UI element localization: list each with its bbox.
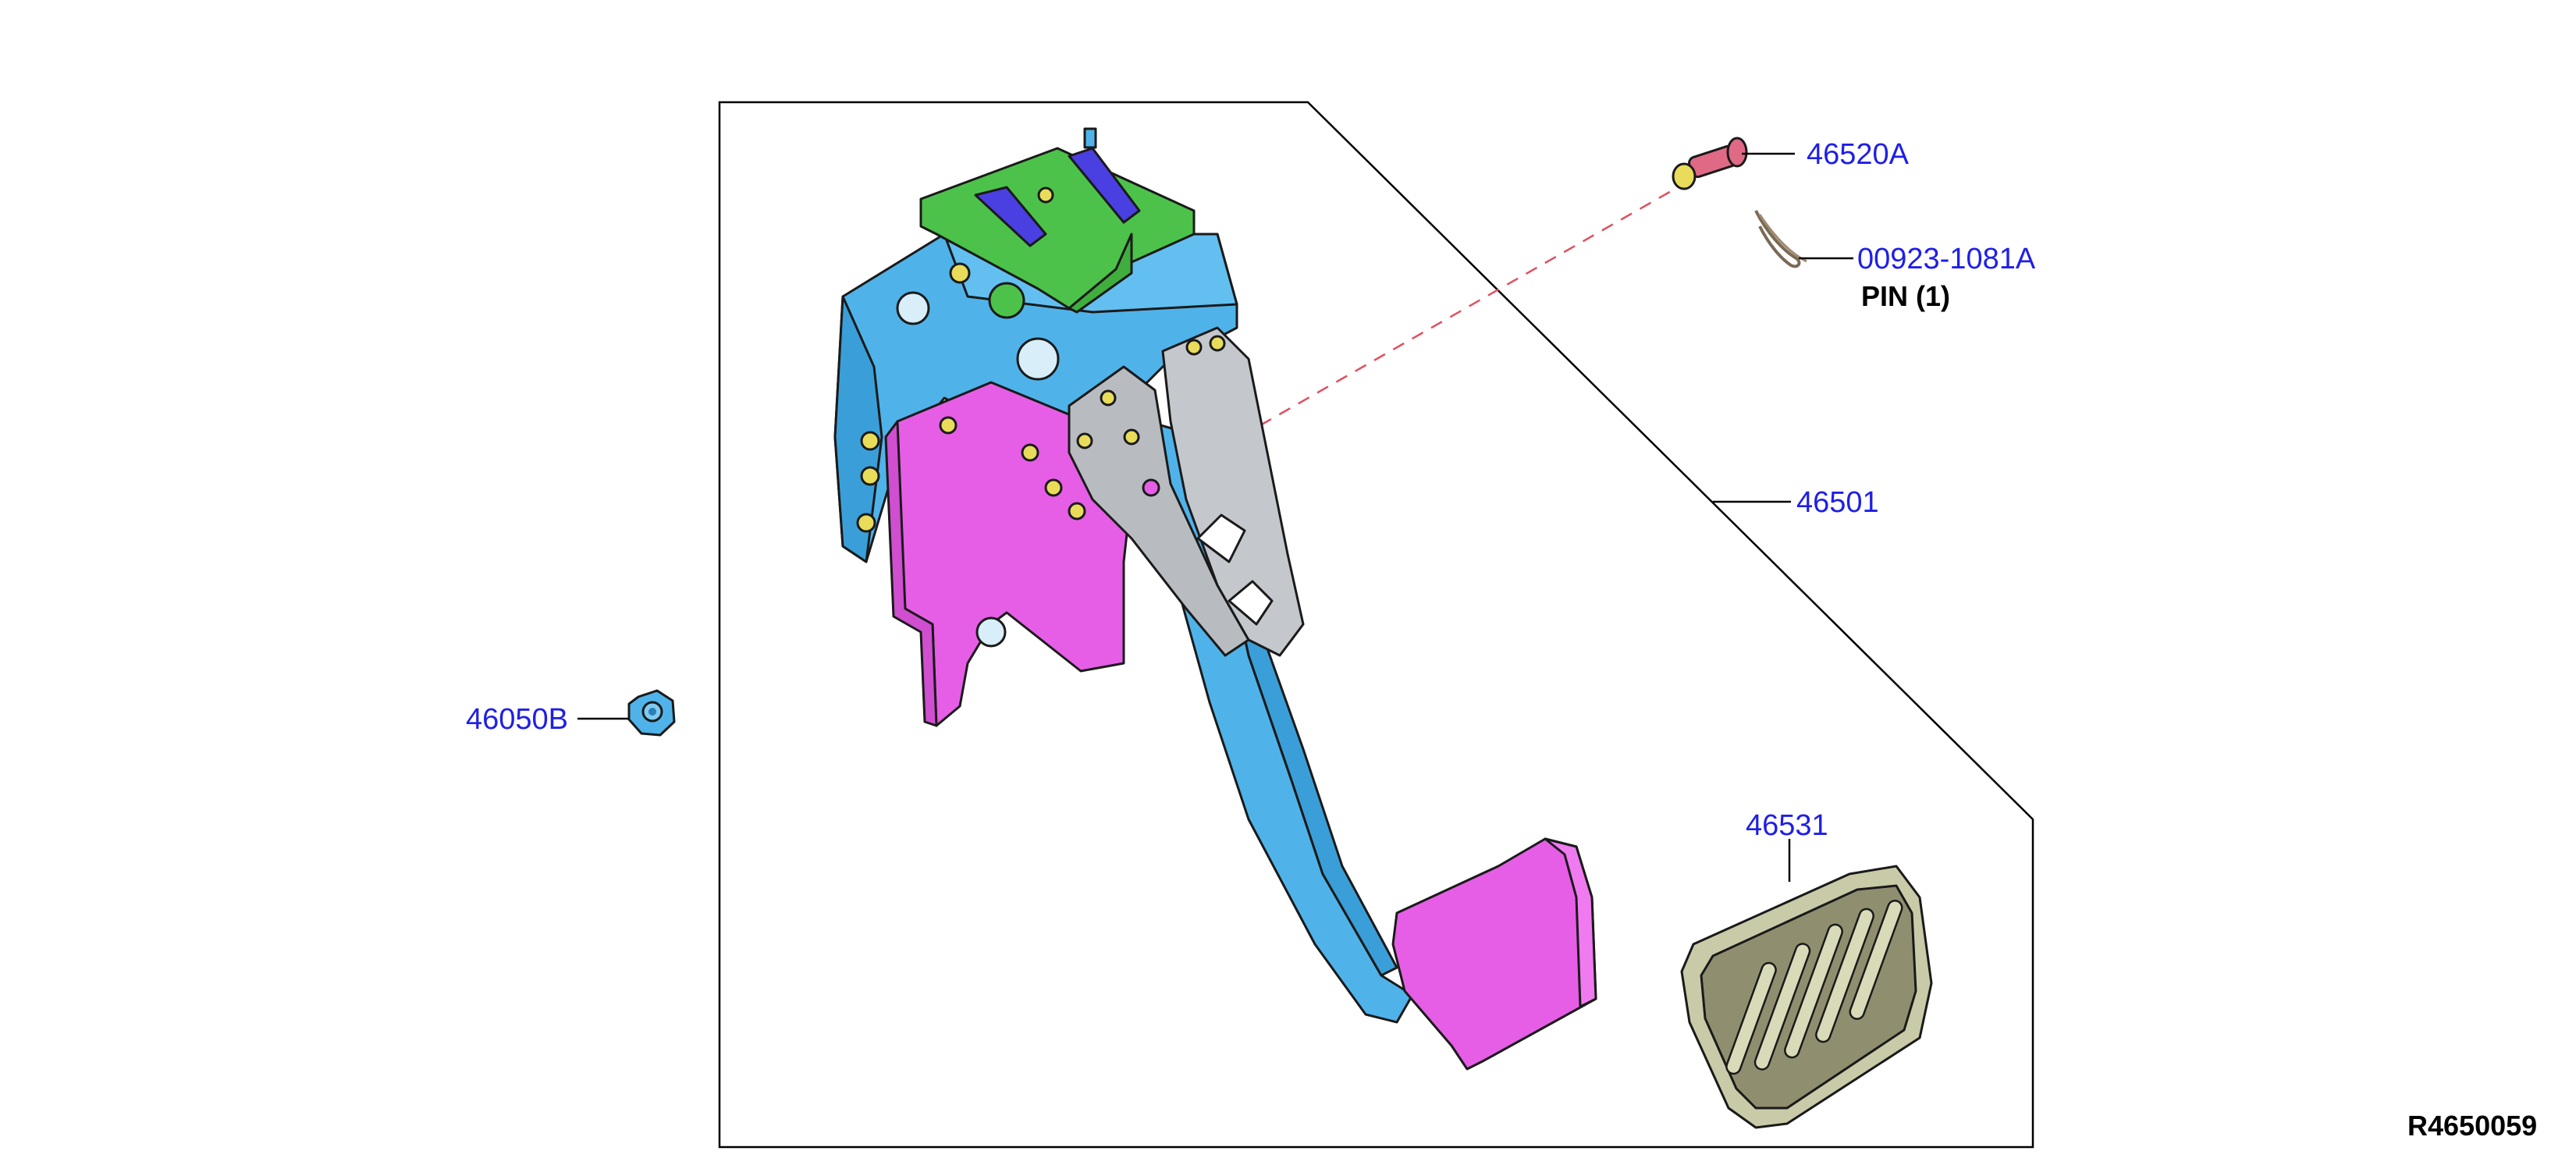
lever-arm	[1068, 326, 1305, 657]
clevis-pin	[1672, 137, 1748, 190]
callout-clip-note: PIN (1)	[1861, 280, 1950, 312]
pedal-pad	[1391, 837, 1597, 1071]
hex-nut	[627, 689, 676, 737]
callout-46520A: 46520A	[1807, 138, 1910, 171]
callout-46050B: 46050B	[466, 703, 568, 736]
diagram-code: R4650059	[2407, 1110, 2537, 1142]
rubber-pedal-pad	[1680, 865, 1933, 1129]
side-plate	[884, 381, 1133, 727]
assembly-frame	[718, 101, 2034, 1149]
callout-00923-1081A: 00923-1081A	[1857, 243, 2036, 275]
pin-guide-line	[1260, 186, 1679, 427]
callout-46501: 46501	[1796, 486, 1879, 519]
callout-46531: 46531	[1746, 809, 1828, 842]
switch-mount	[919, 127, 1196, 319]
